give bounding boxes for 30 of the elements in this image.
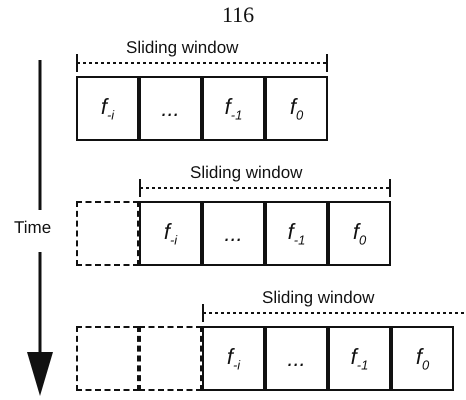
frame-cell: [202, 76, 265, 141]
frame-label: ...: [161, 96, 180, 122]
window-label: Sliding window: [126, 38, 238, 58]
frame-cell: [139, 76, 202, 141]
frame-cell: [202, 326, 265, 391]
axis-label: Time: [14, 218, 52, 238]
frame-label: ...: [224, 220, 243, 246]
frame-cell: [76, 76, 139, 141]
frame-label: f$_{-1}$: [288, 219, 306, 248]
frame-cell: [328, 201, 391, 266]
window-label: Sliding window: [262, 288, 374, 308]
frame-label: f$_{-i}$: [100, 94, 114, 123]
frame-cell: [391, 326, 454, 391]
frame-label: f$_{-1}$: [224, 94, 242, 123]
frame-cell: [265, 201, 328, 266]
frame-cell: [265, 326, 328, 391]
frame-cell: [328, 326, 391, 391]
frame-label: f$_{-i}$: [164, 219, 178, 248]
frame-cell: [265, 76, 328, 141]
frame-label: f$_{0}$: [290, 94, 304, 123]
frame-label: f$_{0}$: [352, 219, 366, 248]
window-label: Sliding window: [190, 163, 302, 183]
frame-label: ...: [287, 346, 306, 372]
page-number: 116: [222, 2, 254, 28]
frame-label: f$_{-1}$: [350, 344, 368, 373]
frame-cell: [202, 201, 265, 266]
frame-label: f$_{-i}$: [226, 344, 240, 373]
empty-frame-slot: [76, 326, 139, 391]
frame-label: f$_{0}$: [416, 344, 430, 373]
frame-cell: [139, 201, 202, 266]
